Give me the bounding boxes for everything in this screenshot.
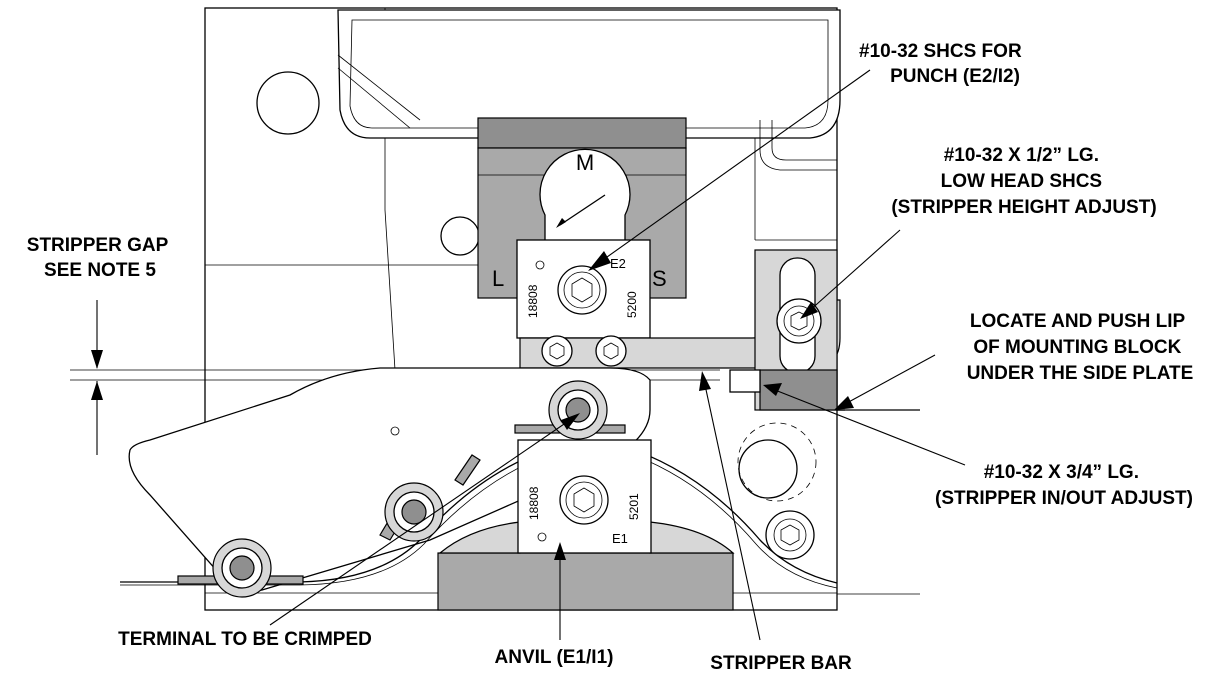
ram (337, 9, 841, 171)
anvil (517, 439, 652, 554)
feed-roller (212, 538, 272, 598)
callout-locate-push-lip: LOCATE AND PUSH LIP OF MOUNTING BLOCK UN… (967, 311, 1194, 384)
stripper-screws (541, 335, 627, 367)
punch-id-mark: E2 (610, 256, 626, 271)
frame-hole (256, 71, 320, 135)
anvil-holder (437, 521, 735, 611)
callout-in-out-adjust: #10-32 X 3/4” LG. (STRIPPER IN/OUT ADJUS… (935, 462, 1193, 509)
anvil-code-right: 5201 (627, 493, 641, 520)
callout-low-head-shcs: #10-32 X 1/2” LG. LOW HEAD SHCS (STRIPPE… (891, 145, 1156, 218)
dial-mark-m: M (576, 150, 594, 175)
in-out-adjust-shcs (765, 510, 815, 560)
frame-hole (440, 216, 480, 256)
feed-roller (548, 380, 608, 440)
dial-mark-l: L (492, 266, 504, 291)
dial-mark-s: S (652, 266, 667, 291)
frame-hole-dashed (737, 422, 817, 502)
anvil-id-mark: E1 (612, 531, 628, 546)
punch (516, 239, 651, 339)
anvil-code-left: 18808 (527, 486, 541, 520)
punch-holder (477, 117, 687, 149)
callout-terminal-to-be-crimped: TERMINAL TO BE CRIMPED (118, 629, 372, 650)
callout-stripper-gap: STRIPPER GAP SEE NOTE 5 (27, 235, 173, 281)
callout-shcs-punch: #10-32 SHCS FOR PUNCH (E2/I2) (859, 41, 1027, 87)
punch-code-left: 18808 (526, 284, 540, 318)
callout-stripper-bar: STRIPPER BAR (710, 653, 852, 674)
frame-hole (738, 439, 798, 499)
feed-roller (384, 482, 444, 542)
punch-code-right: 5200 (625, 291, 639, 318)
callout-anvil: ANVIL (E1/I1) (495, 647, 614, 668)
adjustment-dial (539, 148, 631, 246)
